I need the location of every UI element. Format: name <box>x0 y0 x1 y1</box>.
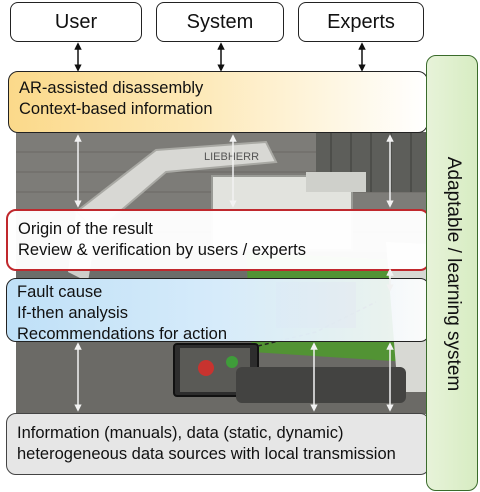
origin-line-2: Review & verification by users / experts <box>18 241 306 259</box>
data-line-2: heterogeneous data sources with local tr… <box>17 445 396 463</box>
fault-line-1: Fault cause <box>17 283 103 301</box>
experts-label: Experts <box>327 10 395 33</box>
data-layer: Information (manuals), data (static, dyn… <box>6 413 430 475</box>
ar-line-1: AR-assisted disassembly <box>19 79 204 97</box>
data-line-1: Information (manuals), data (static, dyn… <box>17 424 344 442</box>
system-label: System <box>186 10 254 33</box>
ar-line-2: Context-based information <box>19 100 213 118</box>
fault-line-2: If-then analysis <box>17 304 128 322</box>
system-box: System <box>156 2 284 42</box>
experts-box: Experts <box>298 2 424 42</box>
fault-layer: Fault cause If-then analysis Recommendat… <box>6 278 430 343</box>
origin-line-1: Origin of the result <box>18 220 153 238</box>
user-label: User <box>54 10 98 33</box>
fault-line-3: Recommendations for action <box>17 325 228 343</box>
adaptable-learning-panel: Adaptable / learning system <box>426 55 478 491</box>
origin-layer: Origin of the result Review & verificati… <box>6 209 430 271</box>
ar-layer: AR-assisted disassembly Context-based in… <box>8 71 428 133</box>
user-box: User <box>10 2 142 42</box>
